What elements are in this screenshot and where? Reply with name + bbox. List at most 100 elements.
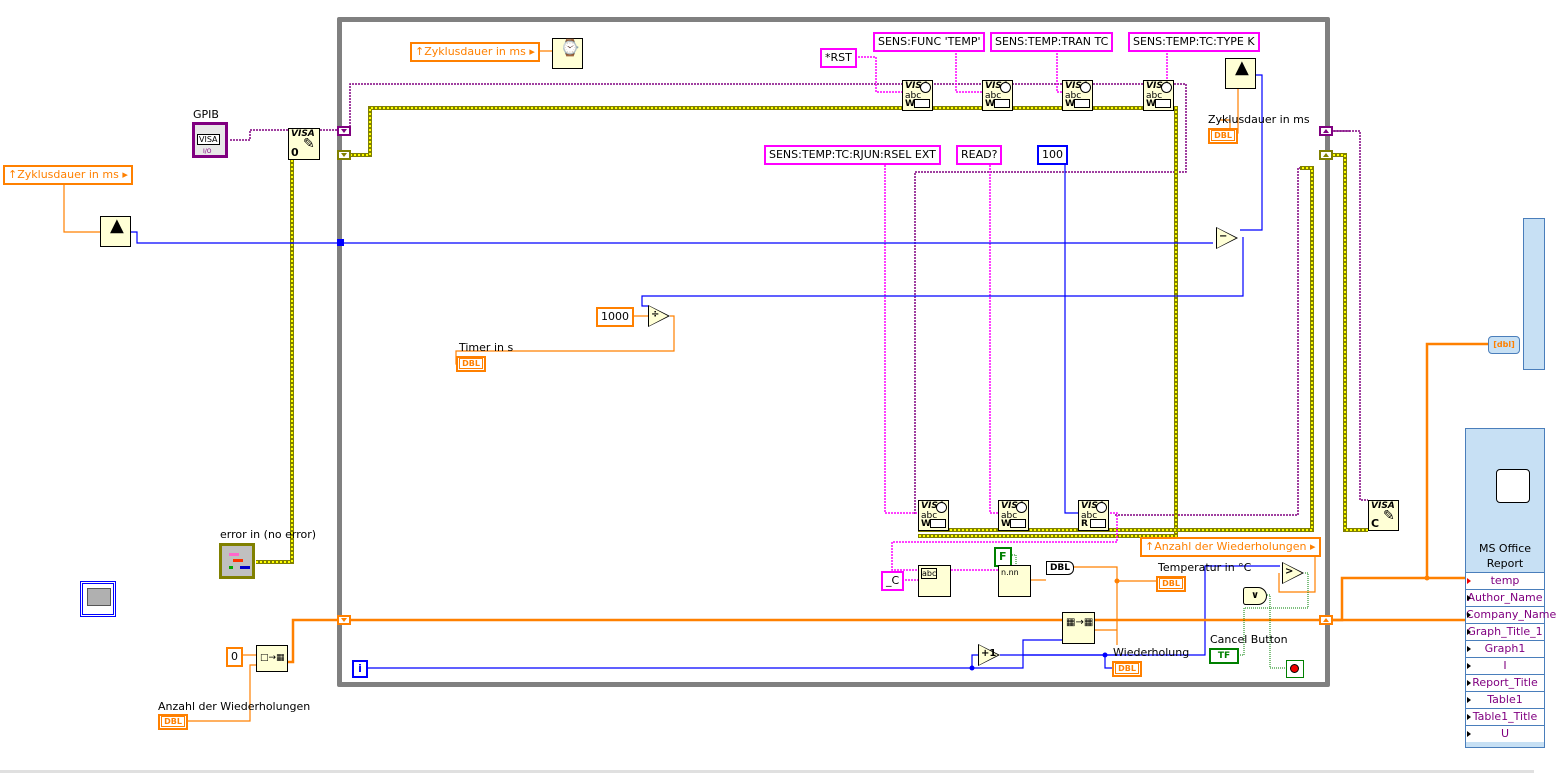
report-input-graph-title[interactable]: Graph_Title_1 bbox=[1466, 623, 1544, 640]
array-icon: ▦→▦ bbox=[1066, 617, 1094, 628]
report-input-table1-title[interactable]: Table1_Title bbox=[1466, 708, 1544, 725]
rst-constant[interactable]: *RST bbox=[820, 48, 857, 68]
clock-icon bbox=[936, 502, 947, 513]
ms-office-report-node[interactable]: MS Office Report temp Author_Name Compan… bbox=[1465, 428, 1556, 748]
sens-tran-constant[interactable]: SENS:TEMP:TRAN TC bbox=[990, 32, 1114, 52]
or-node[interactable]: ∨ bbox=[1243, 587, 1267, 605]
timer-label: Timer in s bbox=[459, 341, 514, 354]
visa-open-mode: 0 bbox=[291, 146, 299, 159]
report-input-table1[interactable]: Table1 bbox=[1466, 691, 1544, 708]
visa-wire bbox=[1115, 167, 1308, 516]
wire-junction bbox=[1114, 578, 1120, 584]
error-wire bbox=[918, 166, 1314, 532]
error-tunnel-in bbox=[337, 150, 351, 160]
io-badge: I/O bbox=[203, 148, 212, 155]
wait-ms-node[interactable]: ▲ bbox=[100, 216, 131, 247]
string-wire bbox=[989, 162, 1000, 514]
tab-control-terminal[interactable] bbox=[80, 581, 116, 617]
numeric-wire bbox=[364, 654, 1118, 669]
local-var-zyklusdauer-loop[interactable]: ↑Zyklusdauer in ms ▸ bbox=[410, 42, 540, 62]
scan-from-string-node[interactable]: n.nn bbox=[998, 565, 1031, 597]
report-input-u[interactable]: U bbox=[1466, 725, 1544, 742]
visa-close-node[interactable]: VISA C ✎ bbox=[1368, 500, 1399, 531]
zero-constant[interactable]: 0 bbox=[226, 647, 243, 667]
report-input-report-title[interactable]: Report_Title bbox=[1466, 674, 1544, 691]
dbl-wire bbox=[1072, 566, 1118, 645]
report-title: MS Office Report bbox=[1478, 542, 1532, 570]
horizontal-scrollbar[interactable] bbox=[0, 770, 1534, 773]
wire-junction bbox=[1424, 575, 1430, 581]
visa-tunnel-in bbox=[337, 126, 351, 136]
search-replace-node[interactable]: abc bbox=[918, 565, 951, 597]
sens-type-constant[interactable]: SENS:TEMP:TC:TYPE K bbox=[1128, 32, 1260, 52]
report-input-temp[interactable]: temp bbox=[1466, 572, 1544, 589]
wire-junction bbox=[969, 665, 975, 671]
local-var-anzahl[interactable]: ↑Anzahl der Wiederholungen ▸ bbox=[1140, 537, 1321, 557]
replace-array-subset-node[interactable]: ▦→▦ bbox=[1062, 612, 1095, 644]
iteration-terminal: i bbox=[352, 660, 368, 678]
error-wire bbox=[350, 106, 1178, 538]
dbl-wire bbox=[455, 315, 675, 365]
wait-until-next-ms-node[interactable]: ⌚ bbox=[552, 38, 583, 69]
visa-open-label: VISA bbox=[291, 129, 315, 139]
report-input-i[interactable]: I bbox=[1466, 657, 1544, 674]
convert-dynamic-data-node[interactable]: [dbl] bbox=[1488, 336, 1520, 354]
visa-close-mode: C bbox=[1371, 517, 1380, 530]
initialize-array-node[interactable]: □→▦ bbox=[256, 645, 288, 672]
report-input-author[interactable]: Author_Name bbox=[1466, 589, 1544, 606]
numeric-wire bbox=[1105, 565, 1280, 656]
dbl-wire bbox=[63, 184, 100, 233]
error-in-control[interactable] bbox=[219, 543, 255, 579]
report-input-graph1[interactable]: Graph1 bbox=[1466, 640, 1544, 657]
gpib-visa-control[interactable]: VISA I/O bbox=[192, 122, 228, 158]
string-wire bbox=[852, 56, 903, 93]
report-express-vi-top[interactable] bbox=[1523, 218, 1545, 370]
increment-node[interactable]: +1 bbox=[978, 644, 1000, 666]
numeric-wire bbox=[1022, 639, 1062, 655]
visa-wire bbox=[349, 83, 1187, 515]
wire-junction bbox=[1102, 652, 1108, 658]
gpib-label: GPIB bbox=[193, 108, 219, 121]
false-constant[interactable]: F bbox=[994, 547, 1012, 567]
clock-icon bbox=[1161, 82, 1172, 93]
visa-open-node[interactable]: VISA 0 ✎ bbox=[288, 128, 320, 160]
error-wire bbox=[918, 167, 1313, 531]
timer-indicator: DBL bbox=[456, 356, 486, 372]
local-var-zyklusdauer-outer[interactable]: ↑Zyklusdauer in ms ▸ bbox=[3, 165, 133, 185]
cancel-button-terminal[interactable]: TF bbox=[1209, 648, 1239, 664]
zyklusdauer-inner-control[interactable]: DBL bbox=[1208, 128, 1238, 144]
subtract-node[interactable]: − bbox=[1216, 227, 1238, 249]
c-constant[interactable]: _C bbox=[881, 571, 905, 591]
wiederholung-indicator: DBL bbox=[1112, 661, 1142, 677]
loop-stop-condition[interactable] bbox=[1286, 660, 1304, 678]
temperatur-indicator: DBL bbox=[1156, 576, 1186, 592]
tick-count-node[interactable]: ▲ bbox=[1225, 58, 1256, 89]
error-in-label: error in (no error) bbox=[220, 528, 317, 541]
report-input-company[interactable]: Company_Name bbox=[1466, 606, 1556, 623]
sens-func-constant[interactable]: SENS:FUNC 'TEMP' bbox=[873, 32, 986, 52]
divide-node[interactable]: ÷ bbox=[648, 305, 670, 327]
string-wire bbox=[891, 512, 1118, 571]
anzahl-control[interactable]: DBL bbox=[158, 714, 188, 730]
error-wire bbox=[256, 149, 320, 563]
bool-wire bbox=[1265, 594, 1287, 669]
error-shift-register bbox=[1319, 150, 1333, 160]
to-dbl-node[interactable]: DBL bbox=[1046, 561, 1074, 575]
rjun-constant[interactable]: SENS:TEMP:TC:RJUN:RSEL EXT bbox=[764, 145, 941, 165]
greater-node[interactable]: > bbox=[1282, 562, 1304, 584]
local-var-label: Zyklusdauer in ms bbox=[424, 45, 526, 58]
read-constant[interactable]: READ? bbox=[956, 145, 1003, 165]
while-loop-frame[interactable] bbox=[337, 17, 1330, 687]
visa-open-icon: ✎ bbox=[303, 136, 315, 152]
bool-wire bbox=[1240, 572, 1309, 656]
byte-count-constant[interactable]: 100 bbox=[1037, 145, 1068, 165]
divisor-constant[interactable]: 1000 bbox=[596, 307, 634, 327]
tab-icon bbox=[87, 588, 111, 606]
